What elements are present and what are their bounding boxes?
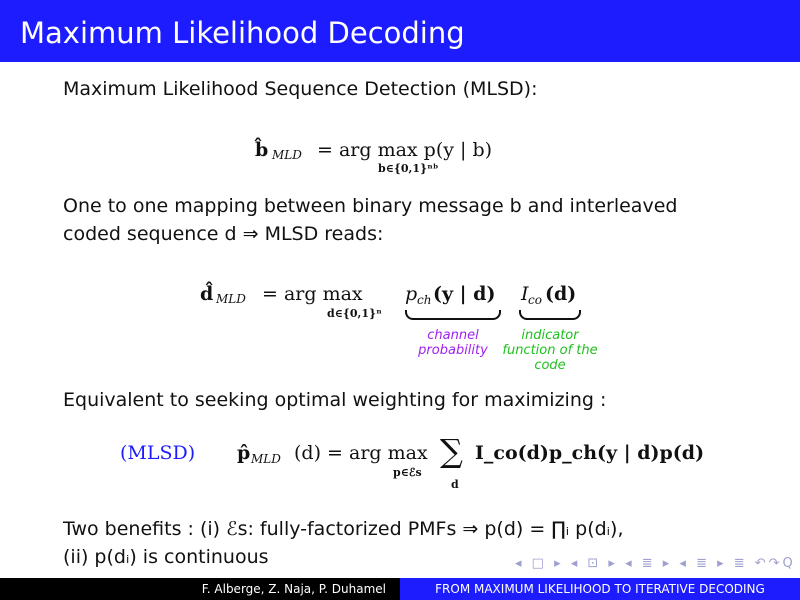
- sum-symbol: ∑: [440, 432, 463, 470]
- text-benefits-1: Two benefits : (i) ℰs: fully-factorized …: [63, 518, 624, 540]
- eq3-lhs: p̂: [237, 442, 251, 464]
- eq1-lhs: b̂: [255, 139, 269, 161]
- note-channel-probability: channel probability: [418, 328, 488, 358]
- eq3-lhs-arg: (d) = arg max: [294, 442, 428, 464]
- eq1-lhs-sub: MLD: [272, 148, 302, 162]
- footer-talk-title: FROM MAXIMUM LIKELIHOOD TO ITERATIVE DEC…: [400, 578, 800, 600]
- footer-authors: F. Alberge, Z. Naja, P. Duhamel: [0, 578, 400, 600]
- eq2-term1-sub: ch: [417, 293, 432, 307]
- text-mapping-2: coded sequence d ⇒ MLSD reads:: [63, 223, 384, 245]
- eq2-term2-arg: (d): [545, 283, 577, 305]
- eq2-term1: p: [405, 283, 418, 305]
- eq1-rhs: = arg max p(y | b): [317, 139, 493, 161]
- eq3-sum-limit: d: [451, 478, 459, 491]
- eq1-limit: b∈{0,1}ⁿᵇ: [378, 162, 439, 175]
- text-mlsd-intro: Maximum Likelihood Sequence Detection (M…: [63, 78, 538, 100]
- underbrace-channel: [405, 310, 501, 320]
- eq2-limit: d∈{0,1}ⁿ: [327, 307, 382, 320]
- eq2-lhs: d̂: [200, 283, 214, 305]
- eq2-term2-sub: co: [528, 293, 542, 307]
- eq3-body: I_co(d)p_ch(y | d)p(d): [475, 442, 705, 464]
- text-benefits-2: (ii) p(dᵢ) is continuous: [63, 546, 269, 568]
- slide-title: Maximum Likelihood Decoding: [0, 0, 800, 62]
- eq2-term1-arg: (y | d): [433, 283, 496, 305]
- beamer-navigation-controls[interactable]: ◂ □ ▸ ◂ ⊡ ▸ ◂ ≣ ▸ ◂ ≣ ▸ ≣ ↶↷Q: [515, 556, 796, 571]
- eq2-lhs-sub: MLD: [216, 292, 246, 306]
- eq3-limit: p∈ℰs: [393, 466, 422, 479]
- note-indicator-function: indicator function of the code: [502, 328, 598, 373]
- eq2-term2: I: [521, 283, 529, 305]
- text-mapping-1: One to one mapping between binary messag…: [63, 195, 678, 217]
- underbrace-indicator: [519, 310, 581, 320]
- eq3-label: (MLSD): [120, 442, 196, 464]
- eq2-op: = arg max: [262, 283, 363, 305]
- eq3-lhs-sub: MLD: [251, 452, 281, 466]
- text-equivalent: Equivalent to seeking optimal weighting …: [63, 389, 607, 411]
